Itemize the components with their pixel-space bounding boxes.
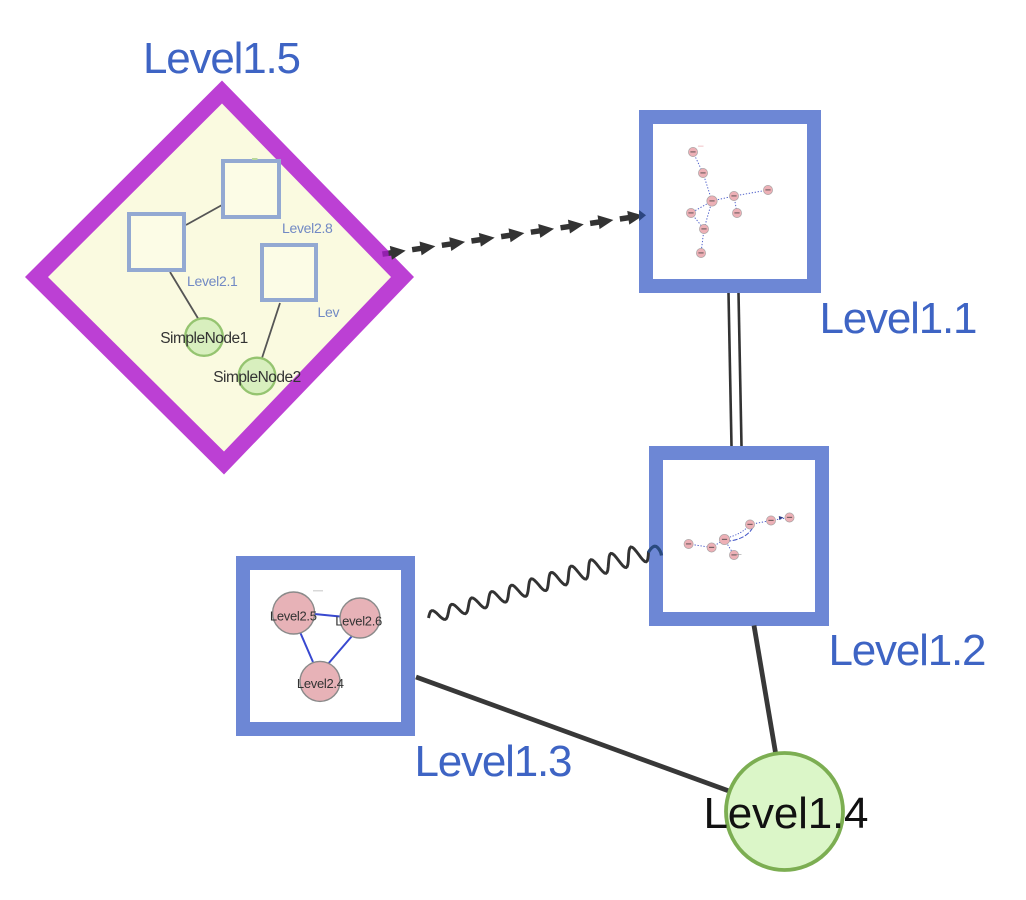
svg-text:SimpleNode2: SimpleNode2 (213, 369, 301, 386)
svg-text:Level2.5: Level2.5 (270, 609, 317, 624)
svg-text:Level1.4: Level1.4 (704, 789, 869, 838)
svg-text:Level2.6: Level2.6 (335, 614, 382, 629)
svg-text:Level1.2: Level1.2 (829, 626, 986, 675)
svg-text:SimpleNode1: SimpleNode1 (160, 330, 248, 347)
svg-text:Level1.1: Level1.1 (820, 294, 977, 343)
svg-text:Level2.8: Level2.8 (282, 220, 333, 236)
svg-text:Lev: Lev (318, 304, 340, 320)
svg-text:Level2.1: Level2.1 (187, 273, 238, 289)
svg-text:Level1.5: Level1.5 (143, 34, 300, 83)
svg-text:Level1.3: Level1.3 (415, 737, 572, 786)
svg-text:Level2.4: Level2.4 (297, 676, 344, 691)
